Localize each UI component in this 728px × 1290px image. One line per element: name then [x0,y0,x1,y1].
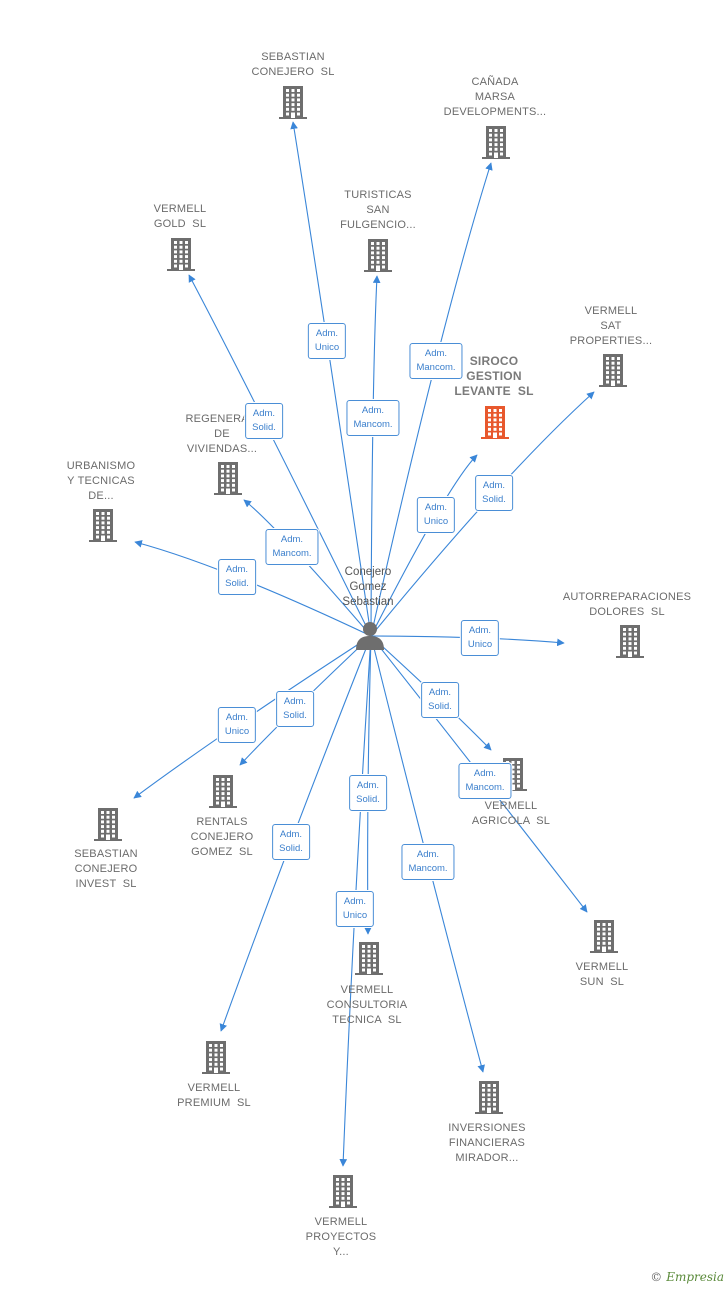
building-icon[interactable] [211,460,245,501]
building-icon[interactable] [276,84,310,125]
empresia-logo: Empresia [666,1270,724,1284]
company-label: INVERSIONES FINANCIERAS MIRADOR... [448,1122,526,1164]
building-icon[interactable] [352,940,386,981]
company-node-regeneracion-viviendas[interactable]: REGENERA... DE VIVIENDAS... [185,412,258,457]
building-icon[interactable] [326,1173,360,1214]
company-label: VERMELL PROYECTOS Y... [305,1216,377,1258]
building-icon[interactable] [361,237,395,278]
company-node-siroco-gestion-levante[interactable]: SIROCO GESTION LEVANTE SL [454,354,533,399]
building-icon[interactable] [596,352,630,393]
company-node-urbanismo-tecnicas[interactable]: URBANISMO Y TECNICAS DE... [67,459,135,504]
role-badge-turisticas-san-fulgencio[interactable]: Adm. Mancom. [346,400,400,436]
company-label: VERMELL CONSULTORIA TECNICA SL [326,984,408,1026]
company-label: SEBASTIAN CONEJERO SL [251,51,335,78]
role-badge-inversiones-financieras-mirador[interactable]: Adm. Mancom. [401,844,455,880]
building-icon[interactable] [587,918,621,959]
building-icon[interactable] [199,1039,233,1080]
role-badge-vermell-consultoria-tecnica[interactable]: Adm. Solid. [349,775,387,811]
company-label: VERMELL SAT PROPERTIES... [569,305,653,347]
role-badge-urbanismo-tecnicas[interactable]: Adm. Solid. [218,559,256,595]
company-label: TURISTICAS SAN FULGENCIO... [340,189,416,231]
company-label: URBANISMO Y TECNICAS DE... [66,460,136,502]
role-badge-vermell-gold[interactable]: Adm. Solid. [245,403,283,439]
company-label: SEBASTIAN CONEJERO INVEST SL [74,848,138,890]
company-label: SIROCO GESTION LEVANTE SL [454,354,534,398]
building-icon[interactable] [164,236,198,277]
company-node-vermell-sun[interactable]: VERMELL SUN SL [576,960,629,990]
company-node-inversiones-financieras-mirador[interactable]: INVERSIONES FINANCIERAS MIRADOR... [448,1121,525,1166]
company-node-sebastian-conejero-invest[interactable]: SEBASTIAN CONEJERO INVEST SL [74,847,138,892]
company-label: AUTORREPARACIONES DOLORES SL [562,591,692,618]
person-name: Conejero Gomez Sebastian [342,566,394,608]
role-badge-vermell-sat-properties[interactable]: Adm. Solid. [475,475,513,511]
person-icon [356,622,384,650]
company-node-canada-marsa[interactable]: CAÑADA MARSA DEVELOPMENTS... [444,75,547,120]
company-node-vermell-consultoria-tecnica[interactable]: VERMELL CONSULTORIA TECNICA SL [327,983,408,1028]
building-icon[interactable] [478,404,512,445]
company-node-vermell-gold[interactable]: VERMELL GOLD SL [154,202,207,232]
company-node-vermell-proyectos[interactable]: VERMELL PROYECTOS Y... [306,1215,377,1260]
role-badge-vermell-agricola[interactable]: Adm. Solid. [421,682,459,718]
role-badge-sebastian-conejero[interactable]: Adm. Unico [307,323,347,359]
company-node-turisticas-san-fulgencio[interactable]: TURISTICAS SAN FULGENCIO... [340,188,416,233]
company-label: VERMELL SUN SL [575,961,629,988]
role-badge-siroco-gestion-levante[interactable]: Adm. Unico [416,497,456,533]
company-label: REGENERA... DE VIVIENDAS... [185,413,259,455]
company-node-vermell-agricola[interactable]: VERMELL AGRICOLA SL [472,799,550,829]
building-icon[interactable] [91,806,125,847]
role-badge-regeneracion-viviendas[interactable]: Adm. Mancom. [265,529,319,565]
building-icon[interactable] [86,507,120,548]
company-node-autorreparaciones-dolores[interactable]: AUTORREPARACIONES DOLORES SL [563,590,691,620]
company-node-vermell-sat-properties[interactable]: VERMELL SAT PROPERTIES... [570,304,652,349]
building-icon[interactable] [613,623,647,664]
building-icon[interactable] [472,1079,506,1120]
company-label: RENTALS CONEJERO GOMEZ SL [190,816,254,858]
copyright-symbol: © [650,1270,663,1284]
role-badge-vermell-proyectos[interactable]: Adm. Unico [335,891,375,927]
role-badge-sebastian-conejero-invest[interactable]: Adm. Unico [217,707,257,743]
role-badge-vermell-sun[interactable]: Adm. Mancom. [458,763,512,799]
empresia-credit[interactable]: ©Empresia [650,1270,724,1284]
role-badge-rentals-conejero-gomez[interactable]: Adm. Solid. [276,691,314,727]
company-node-sebastian-conejero[interactable]: SEBASTIAN CONEJERO SL [251,50,334,80]
building-icon[interactable] [479,124,513,165]
company-label: VERMELL GOLD SL [153,203,207,230]
company-label: VERMELL AGRICOLA SL [471,800,551,827]
building-icon[interactable] [206,773,240,814]
company-node-vermell-premium[interactable]: VERMELL PREMIUM SL [177,1081,251,1111]
company-label: CAÑADA MARSA DEVELOPMENTS... [443,76,547,118]
role-badge-vermell-premium[interactable]: Adm. Solid. [272,824,310,860]
role-badge-autorreparaciones-dolores[interactable]: Adm. Unico [460,620,500,656]
role-badge-canada-marsa[interactable]: Adm. Mancom. [409,343,463,379]
company-label: VERMELL PREMIUM SL [177,1082,251,1109]
company-node-rentals-conejero-gomez[interactable]: RENTALS CONEJERO GOMEZ SL [191,815,254,860]
